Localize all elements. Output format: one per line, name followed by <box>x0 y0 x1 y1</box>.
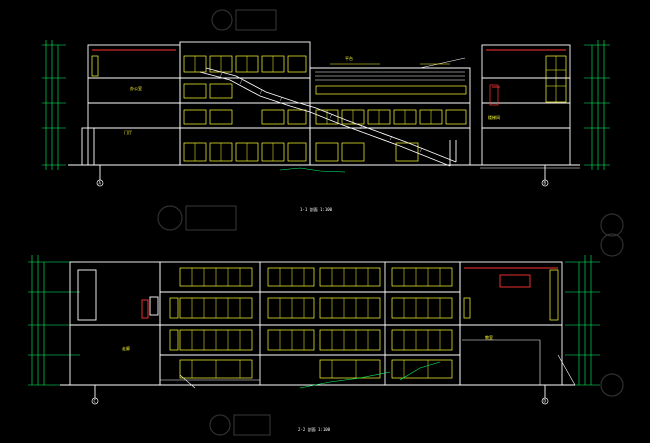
caption-section-1: 1-1 剖面 1:100 <box>300 206 333 212</box>
roof-slope-upper <box>315 57 466 81</box>
dim-lines-left-upper <box>42 40 66 170</box>
grid-label-d: D <box>544 399 547 404</box>
ground-structure-lower <box>160 339 576 389</box>
label-corridor-lower: 走廊 <box>122 345 130 351</box>
building-outline-upper <box>68 41 580 180</box>
section-lower: C D <box>28 255 600 432</box>
ground-upper <box>279 167 346 173</box>
stair-upper <box>199 67 457 167</box>
dim-lines-right-lower <box>565 255 600 386</box>
red-beams-lower <box>141 267 558 319</box>
dim-lines-right-upper <box>584 40 610 170</box>
grid-bubble-c <box>91 397 99 405</box>
grid-label-a: A <box>99 181 102 186</box>
ground-lower <box>299 361 441 389</box>
grid-bubble-d <box>541 397 549 405</box>
section-upper: A B <box>42 40 610 212</box>
window-mullions-upper <box>194 56 566 161</box>
grid-bubble-b <box>541 179 549 187</box>
grid-label-c: C <box>94 399 97 404</box>
stair-hatch-upper <box>219 72 423 153</box>
label-hall-upper: 门厅 <box>124 129 132 135</box>
building-outline-lower <box>60 261 575 398</box>
label-roof-upper: 平台 <box>345 55 353 61</box>
label-office-upper: 办公室 <box>130 85 142 91</box>
red-door-upper <box>489 84 499 106</box>
red-beams-upper <box>92 49 566 88</box>
window-mullions-lower <box>191 268 441 378</box>
caption-section-2: 2-2 剖面 1:100 <box>298 426 331 432</box>
label-stair-upper: 楼梯间 <box>488 114 500 120</box>
label-classroom-lower: 教室 <box>485 334 493 340</box>
grid-bubble-a <box>96 179 104 187</box>
windows-lower <box>169 267 559 379</box>
grid-label-b: B <box>544 181 547 186</box>
watermark-logo <box>157 9 624 436</box>
